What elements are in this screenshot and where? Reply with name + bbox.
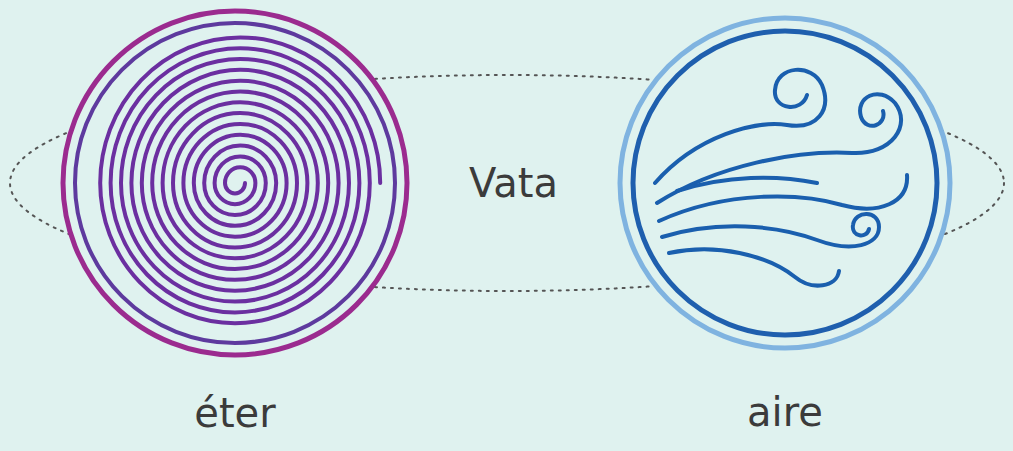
element-label: aire [557, 389, 1013, 435]
dosha-label: Vata [469, 160, 558, 206]
air-wind-symbol [617, 15, 953, 351]
ether-spiral-symbol [60, 8, 410, 358]
element-label: éter [0, 390, 470, 436]
ether-element-circle: éter [60, 8, 410, 358]
dotted-connector [375, 75, 653, 291]
air-element-circle: aire [617, 15, 953, 351]
